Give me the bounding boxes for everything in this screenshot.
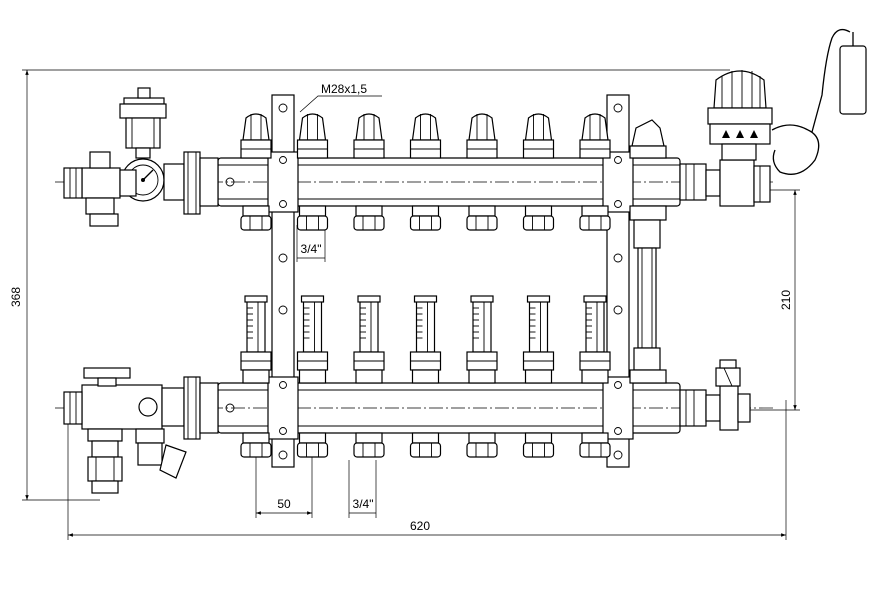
return-outlet-nut: [409, 432, 442, 458]
supply-union: [163, 151, 219, 215]
thread-label: M28x1,5: [321, 82, 367, 96]
flow-meter: [296, 295, 329, 384]
supply-outlet-nut: [296, 205, 329, 231]
supply-outlet-nut: [409, 205, 442, 231]
return-end-fitting: [679, 359, 751, 431]
valve-cap: [579, 113, 611, 159]
label-upper-thread: 3/4": [301, 242, 322, 256]
return-outlet-nut: [466, 432, 498, 458]
supply-outlet-nut: [522, 205, 555, 231]
supply-outlet-nut: [240, 205, 272, 231]
air-vent-assembly: [119, 87, 167, 149]
inlet-ball-valve-supply: [63, 151, 137, 227]
valve-cap: [466, 113, 498, 159]
return-outlet-nut: [240, 432, 272, 458]
valve-cap: [296, 113, 329, 159]
temperature-sensor: [771, 28, 867, 175]
supply-end-fitting: [679, 159, 771, 207]
dimension-labels: M28x1,5 368 210 620 50 3/4" 3/4": [9, 82, 793, 533]
thermostatic-head: [707, 70, 773, 161]
drain-valve-assembly: [63, 367, 187, 494]
label-outlet-pitch: 50: [277, 497, 291, 511]
return-union: [161, 376, 219, 440]
flow-meter: [409, 295, 442, 384]
valve-cap: [353, 113, 385, 159]
return-outlet-nut: [579, 432, 611, 458]
flow-meter: [240, 295, 272, 384]
flow-meter: [522, 295, 555, 384]
thermostatic-valves: [240, 113, 611, 159]
return-outlet-nut: [353, 432, 385, 458]
flow-meter: [579, 295, 611, 384]
supply-outlet-nut: [466, 205, 498, 231]
valve-cap: [240, 113, 272, 159]
return-outlet-nut: [296, 432, 329, 458]
bypass-valve: [629, 219, 667, 384]
supply-outlet-nut: [353, 205, 385, 231]
flow-meter: [466, 295, 498, 384]
label-overall-width: 620: [410, 519, 430, 533]
flow-meters: [240, 295, 611, 384]
return-outlets: [240, 432, 611, 458]
label-overall-height: 368: [9, 287, 23, 307]
label-lower-thread: 3/4": [353, 497, 374, 511]
bracket-clamps: [267, 151, 634, 440]
valve-cap: [522, 113, 555, 159]
flow-meter: [353, 295, 385, 384]
label-bar-spacing: 210: [779, 290, 793, 310]
return-outlet-nut: [522, 432, 555, 458]
dimension-lines: [22, 69, 800, 540]
supply-outlets: [240, 205, 611, 231]
supply-outlet-nut: [579, 205, 611, 231]
end-cap-air-vent: [629, 119, 667, 221]
valve-cap: [409, 113, 442, 159]
